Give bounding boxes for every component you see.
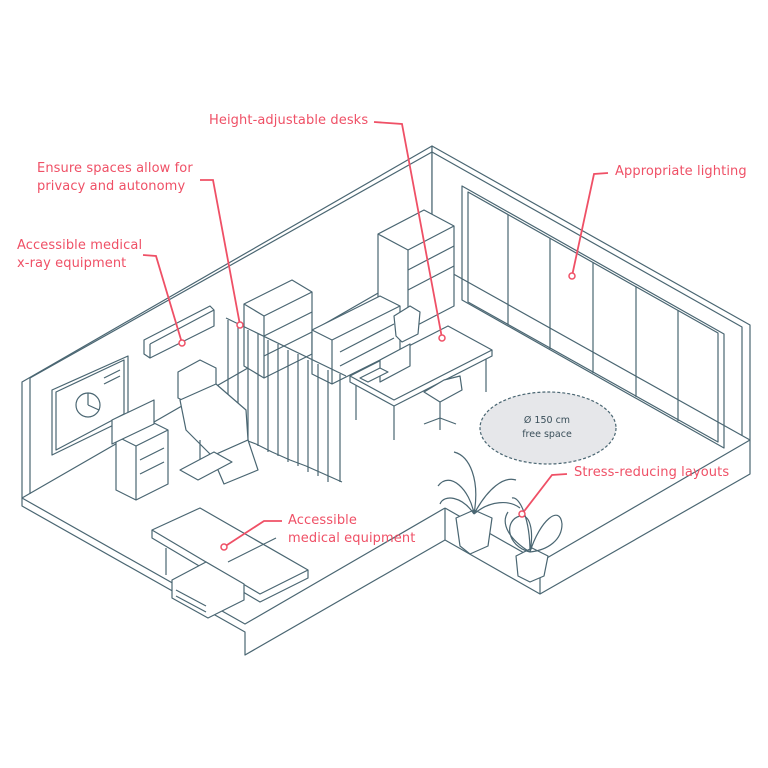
callout-dots bbox=[178, 272, 576, 551]
desk bbox=[349, 325, 493, 440]
shelf-left bbox=[243, 279, 313, 379]
annotation-xray-line1: Accessible medical bbox=[17, 238, 143, 253]
exam-table bbox=[151, 507, 309, 619]
annotation-privacy-line1: Ensure spaces allow for bbox=[37, 161, 193, 176]
air-conditioner bbox=[143, 305, 215, 359]
annotation-privacy-line2: privacy and autonomy bbox=[37, 179, 186, 194]
office-chair bbox=[393, 305, 463, 430]
plant-tall bbox=[437, 451, 521, 555]
free-space-diameter: Ø 150 cm bbox=[523, 415, 571, 426]
free-space-circle bbox=[479, 391, 617, 465]
windows bbox=[461, 185, 725, 449]
annotation-lighting: Appropriate lighting bbox=[615, 164, 747, 179]
annotation-privacy: Ensure spaces allow for privacy and auto… bbox=[37, 160, 193, 196]
free-space-label: Ø 150 cm free space bbox=[482, 414, 612, 442]
annotation-equipment-line1: Accessible bbox=[288, 513, 357, 528]
annotation-desks: Height-adjustable desks bbox=[209, 113, 369, 128]
xray-chair bbox=[177, 359, 259, 485]
annotation-stress: Stress-reducing layouts bbox=[574, 465, 730, 480]
annotation-xray: Accessible medical x-ray equipment bbox=[17, 237, 142, 273]
xray-cart bbox=[111, 399, 169, 501]
annotation-equipment-line2: medical equipment bbox=[288, 531, 416, 546]
callout-leaders bbox=[142, 121, 609, 548]
plant-monstera bbox=[504, 497, 563, 583]
privacy-curtain bbox=[225, 317, 347, 483]
free-space-caption: free space bbox=[522, 429, 572, 440]
annotation-xray-line2: x-ray equipment bbox=[17, 256, 127, 271]
annotation-equipment: Accessible medical equipment bbox=[288, 512, 415, 548]
sideboard bbox=[311, 295, 401, 385]
